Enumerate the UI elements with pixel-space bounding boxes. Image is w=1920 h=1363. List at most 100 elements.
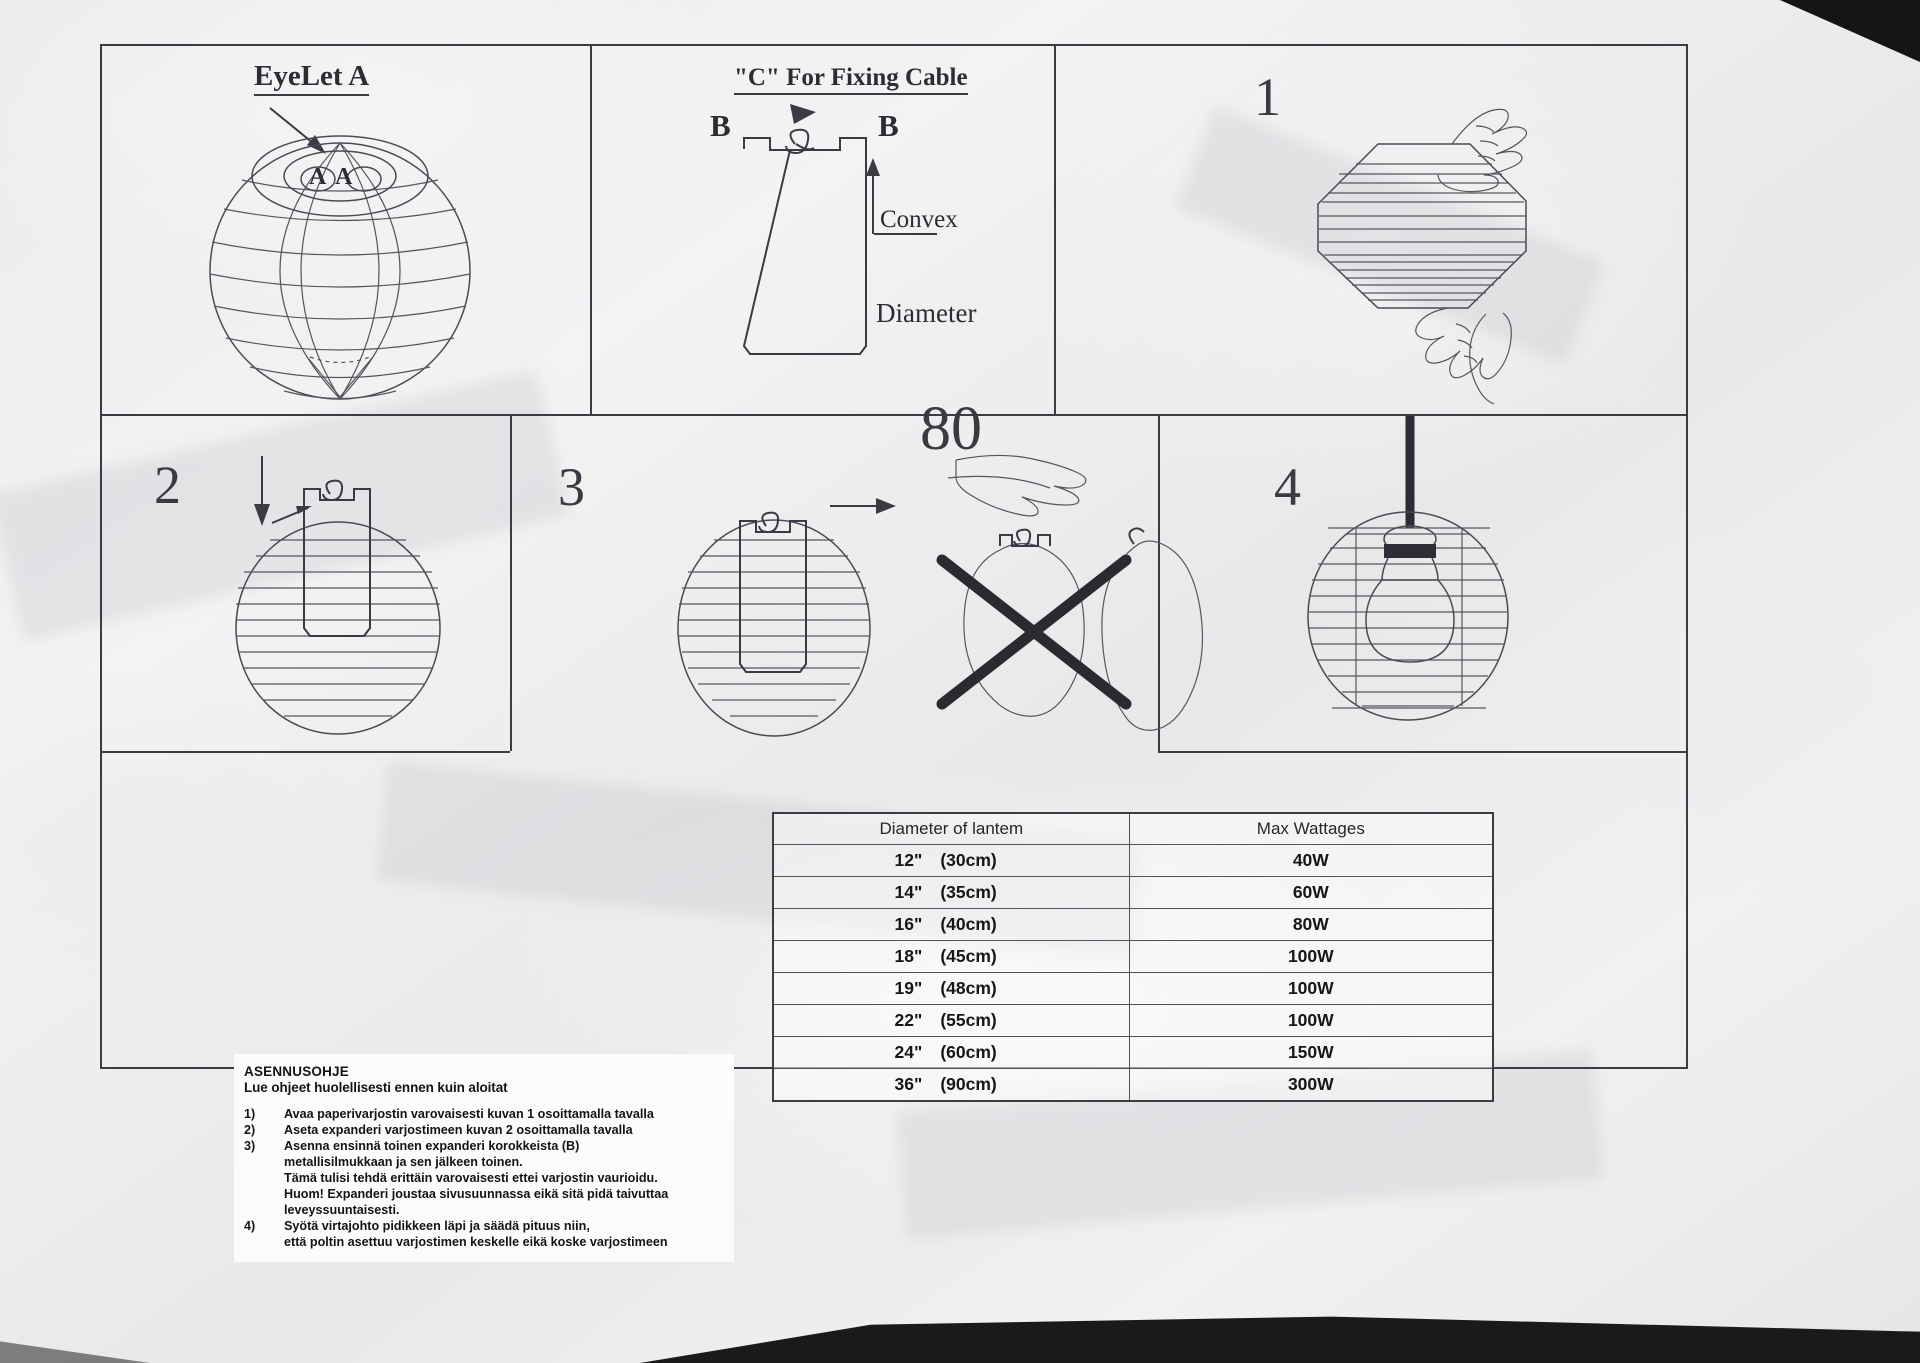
instruction-number: 4) (244, 1218, 256, 1233)
fixing-mark-b-right: B (878, 108, 899, 143)
panel-step-4: 4 (1160, 416, 1686, 751)
cell-diameter: 12" (30cm) (772, 844, 1130, 877)
eyelet-mark-a2: A (335, 164, 353, 190)
diameter-inch: 19" (894, 978, 923, 998)
step-3-number: 3 (558, 457, 585, 517)
instruction-line: leveyssuuntaisesti. (284, 1202, 400, 1217)
step-2-number: 2 (154, 455, 181, 515)
instruction-text: Asenna ensinnä toinen expanderi korokkei… (284, 1139, 726, 1219)
diameter-label: Diameter (876, 298, 977, 328)
step-3-size-label: 80 (920, 395, 982, 463)
cell-wattage: 150W (1128, 1036, 1494, 1069)
instruction-number: 1) (244, 1107, 256, 1121)
cross-out-mark (936, 554, 1132, 710)
table-row: 16" (40cm) 80W (772, 908, 1494, 941)
table-head: Diameter of lantem Max Wattages (772, 812, 1494, 845)
bottom-divider-2 (1158, 414, 1160, 751)
panel-fixing-cable: "C" For Fixing Cable B B Convex Diameter (592, 46, 1054, 414)
instruction-line: että poltin asettuu varjostimen keskelle… (284, 1234, 668, 1249)
instruction-line: Asenna ensinnä toinen expanderi korokkei… (284, 1138, 580, 1153)
bottom-row-divider (102, 751, 510, 753)
cell-diameter: 18"(45cm) (772, 940, 1130, 973)
diameter-cm: (60cm) (940, 1042, 997, 1062)
instruction-item: 2) Aseta expanderi varjostimeen kuvan 2 … (244, 1123, 726, 1139)
instruction-text: Avaa paperivarjostin varovaisesti kuvan … (284, 1107, 726, 1123)
table-header-row: Diameter of lantem Max Wattages (772, 812, 1494, 845)
instruction-line: Avaa paperivarjostin varovaisesti kuvan … (284, 1107, 654, 1121)
panel-step-3: 3 80 (512, 395, 1204, 751)
diameter-inch: 22" (894, 1010, 923, 1030)
diameter-inch: 12" (894, 850, 923, 870)
table-row: 24"(60cm) 150W (772, 1036, 1494, 1069)
instruction-line: metallisilmukkaan ja sen jälkeen toinen. (284, 1154, 523, 1169)
instruction-line: Syötä virtajohto pidikkeen läpi ja säädä… (284, 1218, 590, 1233)
fixing-cable-title: "C" For Fixing Cable (734, 64, 968, 95)
table-row: 36" (90cm) 300W (772, 1068, 1494, 1102)
eyelet-title: EyeLet A (254, 60, 370, 96)
cell-wattage: 100W (1128, 1004, 1494, 1037)
instruction-line: Huom! Expanderi joustaa sivusuunnassa ei… (284, 1186, 669, 1201)
installation-instructions-box: ASENNUSOHJE Lue ohjeet huolellisesti enn… (234, 1054, 734, 1262)
diameter-wattage-table: Diameter of lantem Max Wattages 12" (30cm… (772, 812, 1494, 1102)
cell-diameter: 14" (35cm) (772, 876, 1130, 909)
instruction-item: 4) Syötä virtajohto pidikkeen läpi ja sä… (244, 1219, 726, 1251)
bottom-row-divider-right (1158, 751, 1686, 753)
instruction-line: Tämä tulisi tehdä erittäin varovaisesti … (284, 1170, 658, 1185)
instruction-item: 1) Avaa paperivarjostin varovaisesti kuv… (244, 1107, 726, 1123)
table-row: 14"(35cm) 60W (772, 876, 1494, 909)
bottom-divider-1 (510, 414, 512, 751)
cell-wattage: 40W (1128, 844, 1494, 877)
top-divider-2 (1054, 46, 1056, 414)
instruction-text: Aseta expanderi varjostimeen kuvan 2 oso… (284, 1123, 726, 1139)
instruction-item: 3) Asenna ensinnä toinen expanderi korok… (244, 1139, 726, 1219)
row-divider (102, 414, 1686, 416)
panel-step-2: 2 (102, 416, 510, 751)
instruction-line: Aseta expanderi varjostimeen kuvan 2 oso… (284, 1122, 633, 1137)
cell-wattage: 300W (1128, 1068, 1494, 1102)
cell-wattage: 100W (1128, 972, 1494, 1005)
cell-diameter: 22" (55cm) (772, 1004, 1130, 1037)
step-4-number: 4 (1274, 457, 1301, 517)
table-row: 18"(45cm) 100W (772, 940, 1494, 973)
panel-step-1: 1 (1056, 46, 1686, 414)
instruction-number: 3) (244, 1138, 256, 1153)
diameter-cm: (55cm) (940, 1010, 997, 1030)
fixing-mark-b-left: B (710, 108, 731, 143)
eyelet-mark-a1: A (309, 164, 327, 190)
expander-diagram (742, 104, 937, 355)
diameter-inch: 36" (894, 1074, 923, 1094)
step-3-diagram (677, 454, 1204, 737)
diameter-cm: (40cm) (940, 914, 997, 934)
panel-eyelet: EyeLet A (102, 46, 590, 414)
cell-wattage: 80W (1128, 908, 1494, 941)
step-1-diagram (1317, 108, 1528, 405)
step-4-diagram (1307, 416, 1509, 721)
diameter-inch: 16" (894, 914, 923, 934)
table-row: 12" (30cm) 40W (772, 844, 1494, 877)
instruction-sheet-frame: EyeLet A (100, 44, 1688, 1262)
table-body: 12"(30cm) 40W 14"(35cm) 60W 16"(40cm) 80… (772, 844, 1494, 1102)
cell-diameter: 19" (48cm) (772, 972, 1130, 1005)
table-row: 19" (48cm) 100W (772, 972, 1494, 1005)
table-row: 22" (55cm) 100W (772, 1004, 1494, 1037)
diameter-cm: (35cm) (940, 882, 997, 902)
cell-wattage: 100W (1128, 940, 1494, 973)
cell-diameter: 36" (90cm) (772, 1068, 1130, 1102)
diameter-inch: 18" (894, 946, 923, 966)
diameter-cm: (48cm) (940, 978, 997, 998)
diameter-cm: (30cm) (940, 850, 997, 870)
top-divider-1 (590, 46, 592, 414)
table-header-diameter: Diameter of lantem (772, 812, 1130, 845)
instructions-subheading: Lue ohjeet huolellisesti ennen kuin aloi… (244, 1080, 508, 1095)
step-2-diagram (235, 456, 441, 735)
table-header-wattage: Max Wattages (1128, 812, 1494, 845)
convex-label: Convex (880, 206, 958, 233)
diameter-inch: 14" (894, 882, 923, 902)
instructions-heading: ASENNUSOHJE (244, 1064, 349, 1079)
cell-diameter: 24"(60cm) (772, 1036, 1130, 1069)
cell-diameter: 16" (40cm) (772, 908, 1130, 941)
eyelet-diagram (209, 107, 471, 400)
diameter-cm: (90cm) (940, 1074, 997, 1094)
instruction-list: 1) Avaa paperivarjostin varovaisesti kuv… (244, 1107, 726, 1251)
step-1-number: 1 (1254, 67, 1281, 127)
